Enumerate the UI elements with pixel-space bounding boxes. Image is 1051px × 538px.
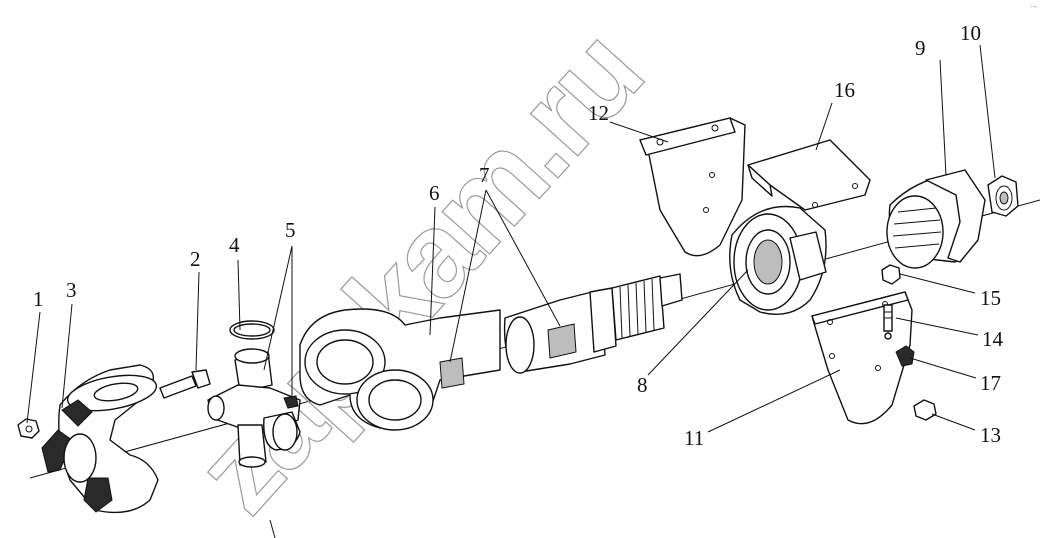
callout-6: 6 [429,181,440,205]
callout-1: 1 [33,287,44,311]
callout-13: 13 [980,423,1001,447]
callout-12: 12 [588,101,609,125]
callout-4: 4 [229,233,240,257]
callout-11: 11 [684,426,704,450]
part-nut-15 [881,264,901,285]
spline-teeth [619,278,655,339]
part-flange-yoke [41,364,159,514]
part-bolt-2 [159,369,211,399]
callout-9: 9 [915,36,926,60]
callout-2: 2 [190,247,201,271]
part-bolt-14 [883,304,893,340]
callout-5: 5 [285,218,296,242]
part-companion-flange [886,169,986,269]
part-splined-shaft [503,273,683,374]
part-center-bearing [729,205,827,315]
part-spider-cross [207,348,301,468]
callout-17: 17 [980,371,1001,395]
callout-16: 16 [834,78,855,102]
part-nut-1 [17,418,40,439]
callout-15: 15 [980,286,1001,310]
callout-10: 10 [960,21,981,45]
part-cover [747,139,871,211]
part-lower-bracket [811,291,913,425]
part-bolt-17 [895,345,915,367]
part-upper-bracket [639,117,746,257]
callout-14: 14 [982,327,1004,351]
corner-mark: ·– [1030,2,1038,11]
part-bolt-13 [913,399,937,421]
callout-8: 8 [637,373,648,397]
part-flange-nut [987,175,1019,217]
callout-labels: 1 2 3 4 5 6 7 8 9 10 11 12 13 14 15 16 1… [33,21,1004,450]
part-slip-yoke [299,308,501,431]
flange-spline-lines [892,207,942,249]
part-snap-ring-4 [229,320,275,340]
callout-3: 3 [66,278,77,302]
callout-7: 7 [479,163,490,187]
leader-lines [26,44,996,538]
